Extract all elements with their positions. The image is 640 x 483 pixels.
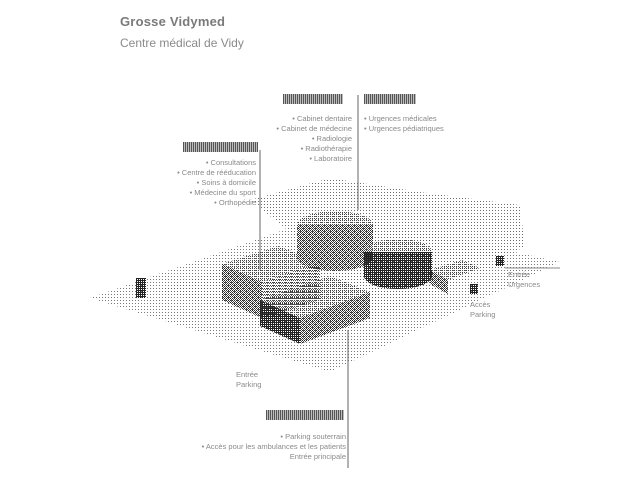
marker-left <box>136 278 146 298</box>
group-header-bottom <box>266 410 344 420</box>
list-item: • Radiothérapie <box>300 144 352 153</box>
group-header-top-right <box>364 94 416 104</box>
list-item: • Soins à domicile <box>196 178 256 187</box>
annex-right-front <box>430 270 448 294</box>
marker-right-lower <box>470 284 478 294</box>
label-right-lower: Accès Parking <box>470 300 496 319</box>
building-left-front <box>222 264 262 318</box>
list-item: • Cabinet dentaire <box>292 114 352 123</box>
list-item: • Accès pour les ambulances et les patie… <box>201 442 346 451</box>
list-item: • Cabinet de médecine <box>276 124 352 133</box>
label-right-upper: Entrée Urgences <box>508 270 541 289</box>
group-list-left: • Consultations • Centre de rééducation … <box>177 158 256 208</box>
back-terrain <box>250 178 525 262</box>
building-center-side <box>300 292 370 344</box>
group-list-top-right: • Urgences médicales • Urgences pédiatri… <box>364 114 444 134</box>
list-item: Entrée principale <box>289 452 346 461</box>
list-item: • Médecine du sport <box>189 188 256 197</box>
building-center-top <box>260 276 370 318</box>
building-center-front <box>260 300 300 344</box>
group-header-top-left <box>283 94 343 104</box>
building-left-top <box>222 246 320 282</box>
list-item: • Laboratoire <box>309 154 352 163</box>
page-subtitle: Centre médical de Vidy <box>120 36 244 50</box>
list-item: • Orthopédie <box>214 198 256 207</box>
label-lower-left: Entrée Parking <box>236 370 262 389</box>
building-rear-base <box>297 243 373 271</box>
list-item: • Parking souterrain <box>280 432 346 441</box>
marker-right-upper <box>496 256 504 266</box>
list-item: • Urgences médicales <box>364 114 437 123</box>
list-item: • Radiologie <box>311 134 352 143</box>
list-item: • Consultations <box>205 158 256 167</box>
list-item: • Urgences pédiatriques <box>364 124 444 133</box>
group-list-top-left: • Cabinet dentaire • Cabinet de médecine… <box>276 114 352 164</box>
list-item: • Centre de rééducation <box>177 168 256 177</box>
building-right-base <box>364 263 432 289</box>
group-list-bottom: • Parking souterrain • Accès pour les am… <box>202 432 346 462</box>
group-header-left <box>183 142 258 152</box>
annex-right <box>430 260 480 280</box>
page-title: Grosse Vidymed <box>120 14 226 29</box>
